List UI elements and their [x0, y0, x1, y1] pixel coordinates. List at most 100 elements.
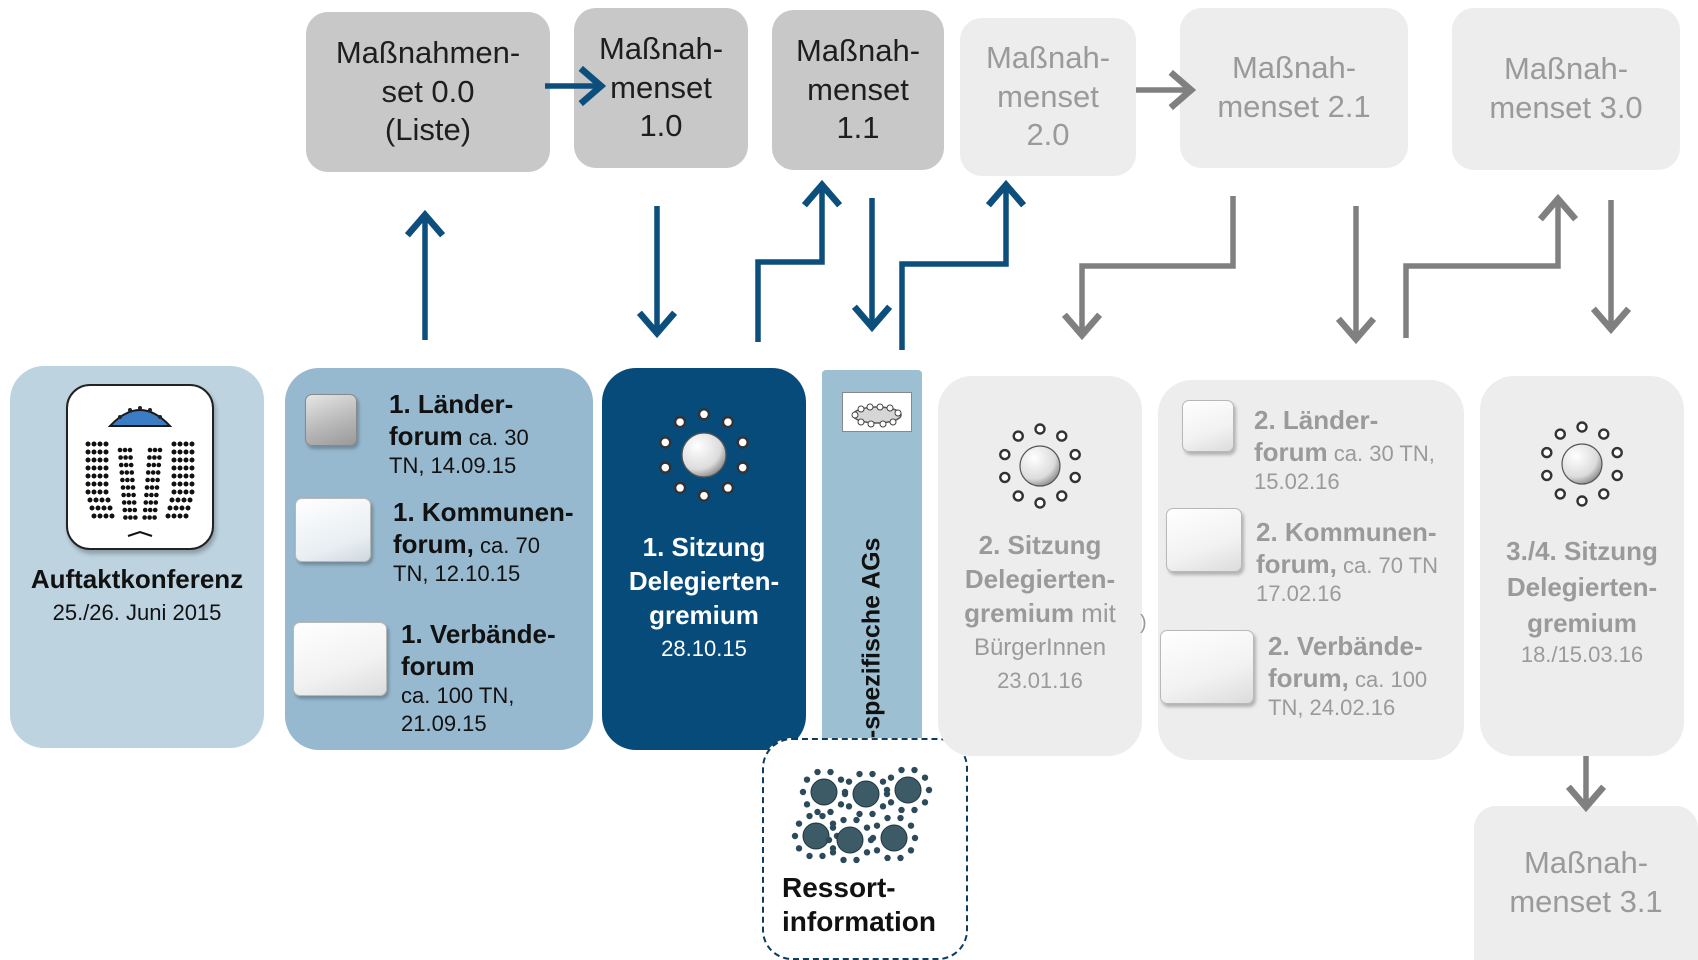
laenderforum-1-date: TN, 14.09.15: [389, 453, 517, 479]
massnahmenset-label-line: menset 3.1: [1509, 884, 1663, 919]
sitzung-2-title-1: 2. Sitzung: [978, 530, 1102, 560]
seat-dot: [171, 465, 177, 471]
massnahmenset-1-1: Maßnah- menset 1.1: [772, 10, 944, 170]
massnahmenset-label-line: 1.1: [836, 110, 880, 146]
chair-dot: [659, 436, 672, 449]
seat-dot: [91, 449, 97, 455]
seat-dot: [126, 492, 131, 498]
laenderforum-1-icon: [305, 394, 357, 446]
arrow-set21-to-sitzung2: [1061, 196, 1236, 341]
person-dot: [879, 803, 887, 810]
person-dot: [795, 845, 803, 852]
seat-dot: [91, 465, 97, 471]
person-dot: [869, 810, 876, 818]
seat-dot: [103, 481, 109, 487]
table-top: [1019, 445, 1061, 487]
seat-dot: [177, 457, 183, 463]
seat-dot: [171, 441, 177, 447]
verbaendeforum-2-title-2: forum,: [1268, 663, 1349, 694]
seat-dot: [171, 513, 177, 519]
group-table: [894, 776, 922, 804]
seat-dot: [169, 497, 175, 503]
chair-dot: [999, 471, 1011, 484]
foren-1-box: 1. Länder- forum ca. 30 TN, 14.09.15 1. …: [285, 368, 593, 750]
kommunenforum-2-icon: [1166, 508, 1242, 572]
seat-dot: [152, 455, 157, 460]
seat-dot: [132, 507, 138, 513]
auftaktkonferenz-box: Auftaktkonferenz 25./26. Juni 2015: [10, 366, 264, 748]
massnahmenset-3-1: Maßnah- menset 3.1: [1474, 806, 1698, 960]
person-dot: [825, 836, 833, 844]
person-dot: [898, 806, 905, 814]
seat-dot: [117, 447, 123, 453]
laenderforum-1-title: 1. Länder-: [389, 389, 514, 419]
person-dot: [869, 834, 877, 842]
chair-dot: [673, 415, 687, 429]
person-dot: [827, 768, 834, 776]
seat-dot: [181, 497, 187, 503]
group-circle-graphic: [851, 403, 902, 428]
chair-dot: [1012, 490, 1024, 502]
verbaendeforum-1-title-2: forum: [401, 651, 475, 682]
seat-dot: [131, 500, 137, 505]
sitzung-1-title-3: gremium: [649, 600, 759, 630]
round-table-icon: [659, 408, 749, 502]
person-dot: [806, 852, 813, 860]
laenderforum-2-size: ca. 30 TN,: [1327, 441, 1435, 467]
person-dot: [829, 824, 837, 831]
seat-dot: [103, 473, 109, 479]
seat-dot: [91, 473, 97, 479]
seat-dot: [122, 447, 128, 453]
arrow-hf-to-set20: [899, 179, 1027, 350]
auftakt-title: Auftaktkonferenz: [30, 564, 244, 594]
seat-dot: [183, 449, 189, 455]
massnahmenset-label-line: menset: [807, 71, 909, 107]
seat-dot: [124, 470, 130, 475]
seat-dot: [85, 481, 91, 487]
sitzung-2-title-3: gremium mit: [938, 598, 1142, 629]
seat-dot: [128, 462, 134, 468]
seat-dot: [128, 515, 133, 520]
person-dot: [837, 776, 845, 783]
seat-dot: [171, 473, 177, 479]
seat-dot: [154, 485, 160, 490]
seat-dot: [150, 477, 155, 483]
person-dot: [907, 847, 915, 854]
person-dot: [884, 814, 891, 822]
chair-dot: [1541, 446, 1553, 459]
seat-dot: [152, 515, 157, 520]
chair-dot: [1576, 495, 1588, 507]
laenderforum-1-text: 1. Länder- forum ca. 30 TN, 14.09.15: [389, 388, 529, 480]
seat-dot: [97, 481, 103, 487]
seat-dot: [121, 500, 127, 505]
chair-dot: [1554, 488, 1566, 500]
small-groups-icon: [791, 766, 933, 864]
seat-dot: [183, 441, 189, 447]
verbaendeforum-1-size: ca. 100 TN,: [401, 683, 515, 709]
seat-dot: [118, 455, 123, 460]
seat-dot: [171, 449, 177, 455]
person-dot: [829, 849, 837, 856]
kommunenforum-2-title-2: forum,: [1256, 549, 1337, 580]
chair-dot: [721, 481, 735, 495]
person-dot: [853, 816, 860, 824]
seat-dot: [99, 497, 105, 503]
seat-dot: [109, 513, 115, 519]
seat-dot: [120, 477, 125, 483]
sitzung-1-box: 1. Sitzung Delegierten- gremium 28.10.15: [602, 368, 806, 750]
person-dot: [841, 790, 849, 798]
seat-dot: [146, 462, 152, 468]
massnahmenset-label-line: menset 2.1: [1217, 89, 1371, 124]
seat-dot: [183, 481, 189, 487]
seat-dot: [155, 470, 161, 475]
kommunenforum-2-title: 2. Kommunen-: [1256, 517, 1437, 547]
massnahmenset-label-line: Maßnah-: [598, 30, 724, 66]
seat-dot: [87, 497, 93, 503]
seat-dot: [165, 513, 171, 519]
seat-dot: [142, 507, 148, 513]
person-dot: [856, 770, 863, 778]
person-dot: [887, 774, 895, 781]
chair-dot: [1541, 469, 1553, 482]
person-dot: [921, 799, 929, 806]
hf-ags-icon: [842, 392, 912, 432]
